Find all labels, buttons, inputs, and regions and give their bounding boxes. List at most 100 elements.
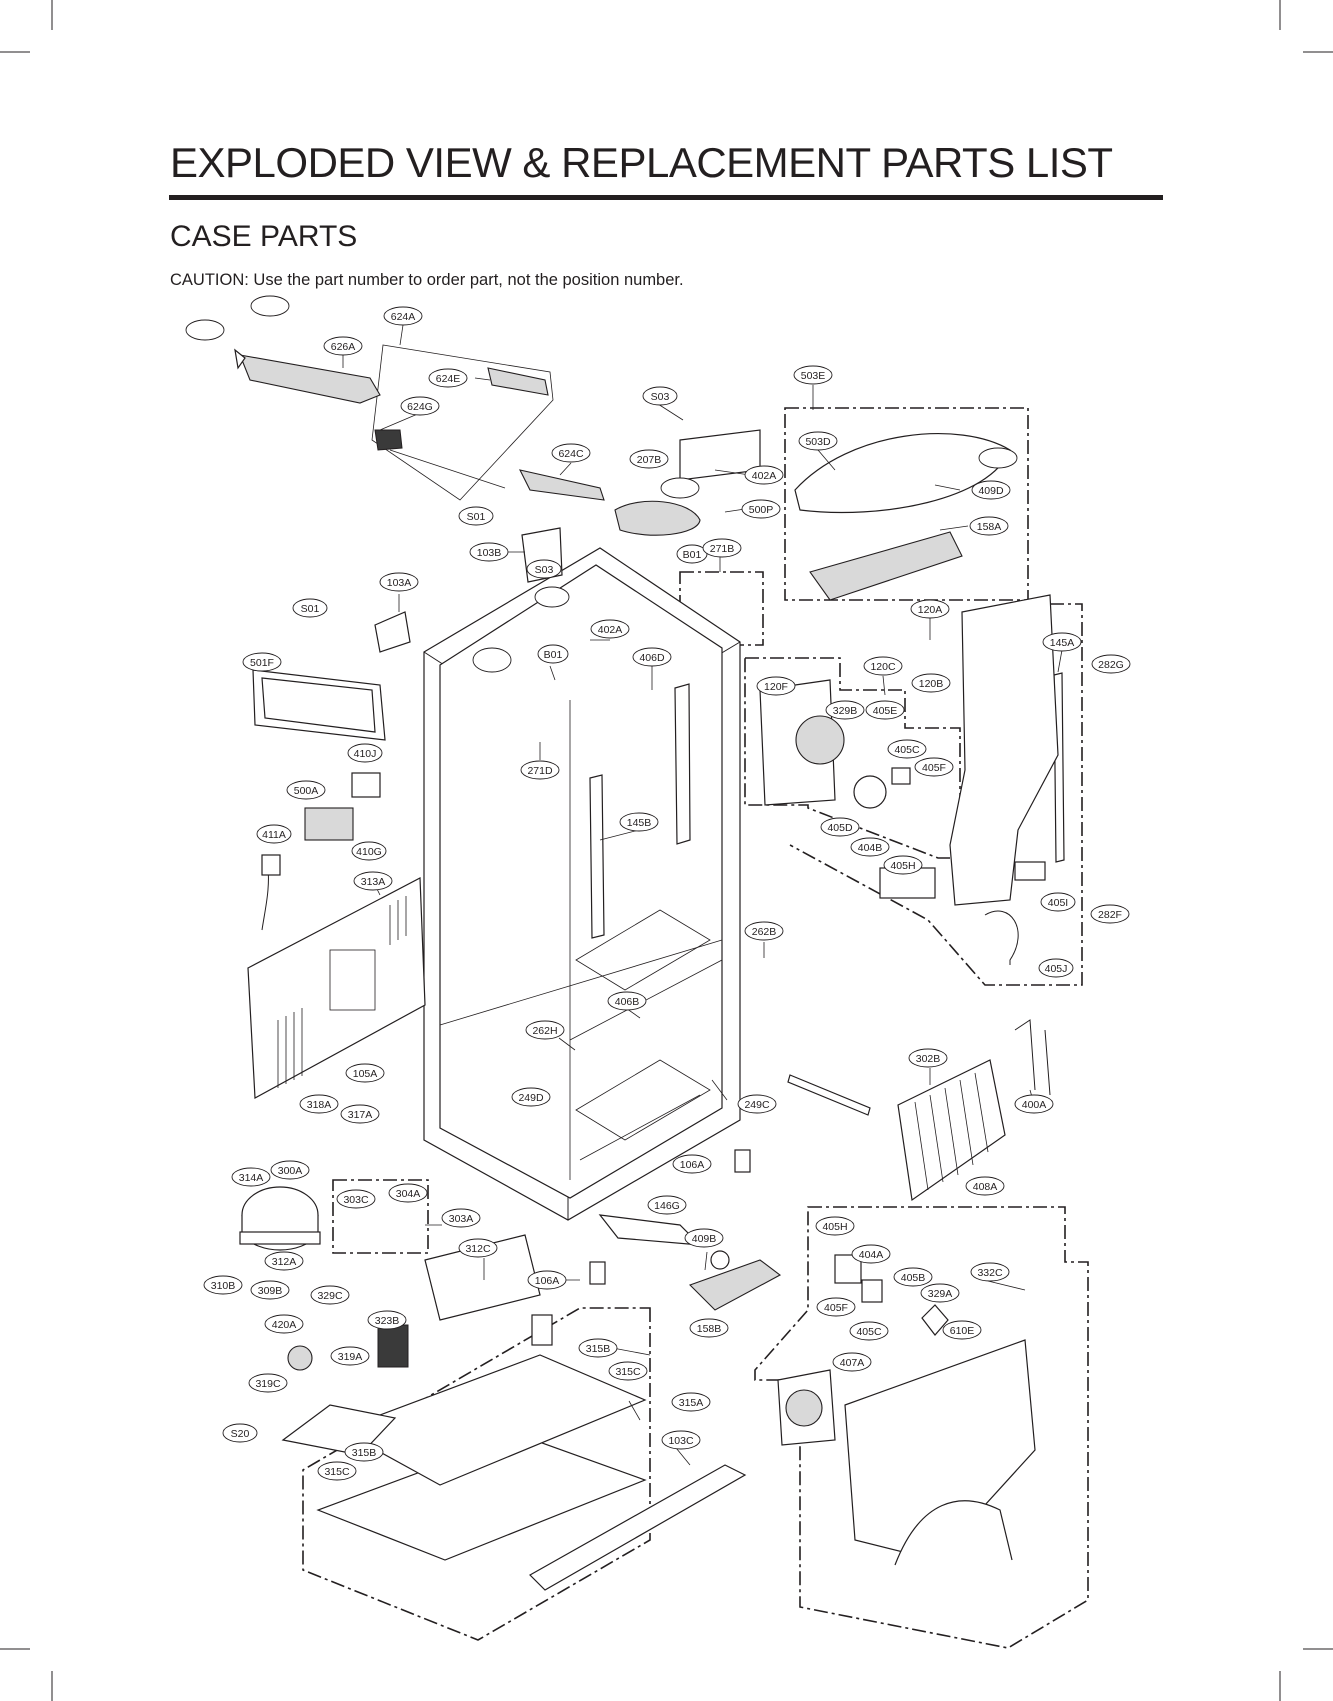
label-249c: 249C [737,1094,777,1114]
svg-text:120B: 120B [919,678,944,690]
label-262h: 262H [525,1020,565,1040]
position-labels: 624A 626A 624E 624G 624C S03 503E 503D 2… [203,306,1131,1481]
label-s03: S03 [642,386,678,406]
svg-text:249D: 249D [518,1092,544,1104]
svg-text:317A: 317A [348,1109,373,1121]
fan-covers [759,433,1059,965]
label-405e: 405E [865,700,905,720]
label-313a: 313A [353,871,393,891]
svg-text:303C: 303C [343,1194,369,1206]
label-207b: 207B [629,449,669,469]
label-409b: 409B [684,1228,724,1248]
svg-text:S01: S01 [301,603,320,615]
label-626a: 626A [323,336,363,356]
svg-text:120F: 120F [764,681,788,693]
label-315c-bottom: 315C [317,1461,357,1481]
label-610e: 610E [942,1320,982,1340]
svg-text:207B: 207B [637,454,662,466]
svg-text:315B: 315B [586,1343,611,1355]
svg-text:313A: 313A [361,876,386,888]
label-503d: 503D [798,431,838,451]
label-319a: 319A [330,1346,370,1366]
svg-text:405C: 405C [856,1326,882,1338]
svg-text:329C: 329C [317,1290,343,1302]
svg-text:610E: 610E [950,1325,975,1337]
label-405b: 405B [893,1267,933,1287]
label-315b-top: 315B [578,1338,618,1358]
label-405f-bottom: 405F [816,1297,856,1317]
svg-text:318A: 318A [307,1099,332,1111]
svg-text:309B: 309B [258,1285,283,1297]
label-304a: 304A [388,1183,428,1203]
empty-callouts [185,295,1018,673]
label-500p: 500P [741,499,781,519]
label-329a: 329A [920,1283,960,1303]
svg-text:S20: S20 [231,1428,250,1440]
svg-text:262B: 262B [752,926,777,938]
label-b01-top: B01 [676,544,708,564]
label-271d: 271D [520,760,560,780]
label-405c-bottom: 405C [849,1321,889,1341]
label-410j: 410J [347,743,383,763]
label-120c: 120C [863,656,903,676]
label-402a-mid: 402A [590,619,630,639]
svg-text:319A: 319A [338,1351,363,1363]
label-405h-bottom: 405H [815,1216,855,1236]
svg-text:501F: 501F [250,657,274,669]
svg-text:249C: 249C [744,1099,770,1111]
svg-text:503E: 503E [801,370,826,382]
label-262b: 262B [744,921,784,941]
label-315b-bottom: 315B [344,1442,384,1462]
svg-text:626A: 626A [331,341,356,353]
svg-text:411A: 411A [262,829,286,841]
svg-text:402A: 402A [752,470,777,482]
svg-text:329A: 329A [928,1288,953,1300]
label-s20: S20 [222,1423,258,1443]
label-314a: 314A [231,1167,271,1187]
section-subtitle: CASE PARTS [170,220,358,253]
svg-text:315A: 315A [679,1397,704,1409]
label-406b: 406B [607,991,647,1011]
svg-text:282G: 282G [1098,659,1124,671]
label-323b: 323B [367,1310,407,1330]
svg-text:312C: 312C [465,1243,491,1255]
svg-text:S03: S03 [535,564,554,576]
label-312c: 312C [458,1238,498,1258]
svg-text:315B: 315B [352,1447,377,1459]
label-332c: 332C [970,1262,1010,1282]
svg-text:405F: 405F [824,1302,848,1314]
svg-text:409D: 409D [978,485,1004,497]
label-120b: 120B [911,673,951,693]
label-106a-bottom: 106A [527,1270,567,1290]
svg-text:120C: 120C [870,661,896,673]
label-405f-top: 405F [914,757,954,777]
label-315a: 315A [671,1392,711,1412]
label-312a: 312A [264,1251,304,1271]
svg-text:400A: 400A [1022,1099,1047,1111]
svg-text:103A: 103A [387,577,412,589]
label-501f: 501F [242,652,282,672]
label-300a: 300A [270,1160,310,1180]
label-406d: 406D [632,647,672,667]
label-103a: 103A [379,572,419,592]
label-282f: 282F [1090,904,1130,924]
svg-text:262H: 262H [532,1025,557,1037]
svg-text:300A: 300A [278,1165,303,1177]
label-s01-left: S01 [292,598,328,618]
svg-text:406B: 406B [615,996,640,1008]
svg-text:405B: 405B [901,1272,926,1284]
svg-text:S03: S03 [651,391,670,403]
label-405c-top: 405C [887,739,927,759]
svg-text:409B: 409B [692,1233,717,1245]
svg-text:106A: 106A [535,1275,560,1287]
label-s03-mid: S03 [526,559,562,579]
label-404b: 404B [850,837,890,857]
label-405d: 405D [820,817,860,837]
label-407a: 407A [832,1352,872,1372]
svg-text:146G: 146G [654,1200,680,1212]
label-405j: 405J [1038,958,1074,978]
svg-text:145A: 145A [1050,637,1075,649]
label-303c: 303C [336,1189,376,1209]
svg-text:406D: 406D [639,652,665,664]
